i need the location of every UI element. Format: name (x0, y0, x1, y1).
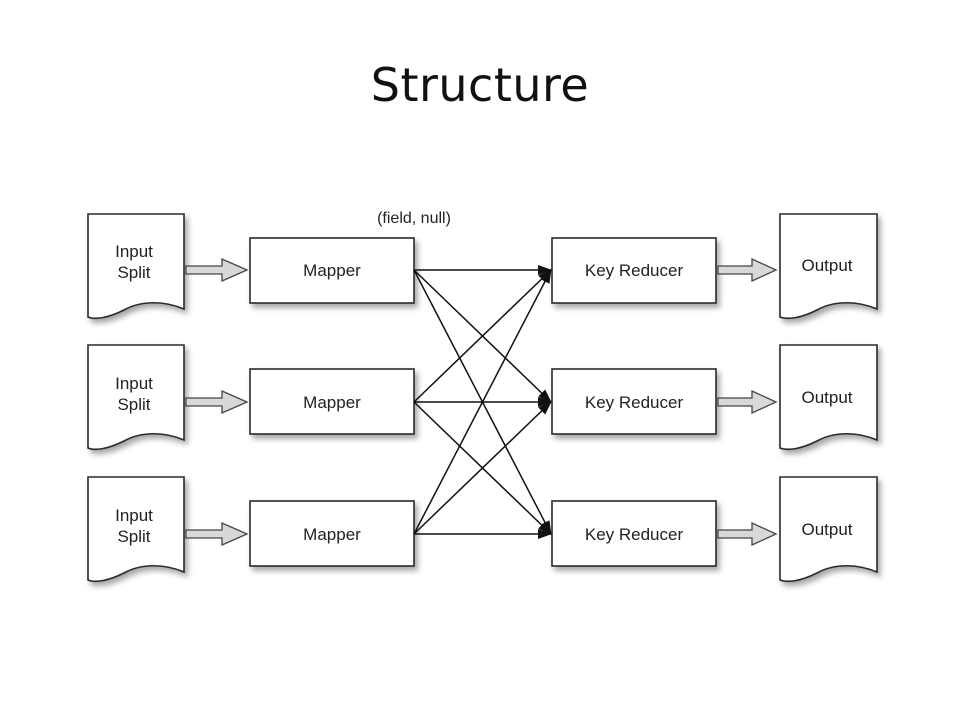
mapper-label: Mapper (303, 393, 361, 412)
hollow-arrow-icon (717, 521, 778, 547)
mapper-box-1: Mapper (249, 237, 415, 304)
hollow-arrow-icon (717, 257, 778, 283)
output-doc-3: Output (779, 476, 878, 583)
hollow-arrow-icon (185, 522, 249, 546)
hollow-arrow-icon (185, 390, 249, 414)
input-split-label: Split (117, 527, 150, 546)
edge-label: (field, null) (377, 210, 451, 227)
output-label: Output (801, 520, 852, 539)
mapper-label: Mapper (303, 261, 361, 280)
output-label: Output (801, 388, 852, 407)
key-reducer-box-3: Key Reducer (551, 500, 717, 567)
mapper-box-2: Mapper (249, 368, 415, 435)
input-split-2: Input Split (87, 344, 185, 451)
input-split-label: Split (117, 263, 150, 282)
input-split-label: Input (115, 242, 153, 261)
edge-m3-r1 (413, 269, 552, 535)
output-label: Output (801, 256, 852, 275)
input-split-label: Input (115, 506, 153, 525)
hollow-arrow-icon (185, 258, 249, 282)
key-reducer-label: Key Reducer (585, 393, 684, 412)
output-doc-1: Output (779, 213, 878, 320)
shuffle-edges (413, 265, 552, 539)
input-split-1: Input Split (87, 213, 185, 320)
key-reducer-box-1: Key Reducer (551, 237, 717, 304)
edge-m2-r1 (413, 269, 552, 403)
input-split-3: Input Split (87, 476, 185, 583)
key-reducer-label: Key Reducer (585, 261, 684, 280)
input-split-label: Split (117, 395, 150, 414)
hollow-arrow-icon (717, 389, 778, 415)
input-split-label: Input (115, 374, 153, 393)
mapper-box-3: Mapper (249, 500, 415, 567)
key-reducer-box-2: Key Reducer (551, 368, 717, 435)
edge-m3-r2 (413, 401, 552, 535)
output-doc-2: Output (779, 344, 878, 451)
mapper-label: Mapper (303, 525, 361, 544)
slide-title: Structure (370, 58, 590, 112)
key-reducer-label: Key Reducer (585, 525, 684, 544)
